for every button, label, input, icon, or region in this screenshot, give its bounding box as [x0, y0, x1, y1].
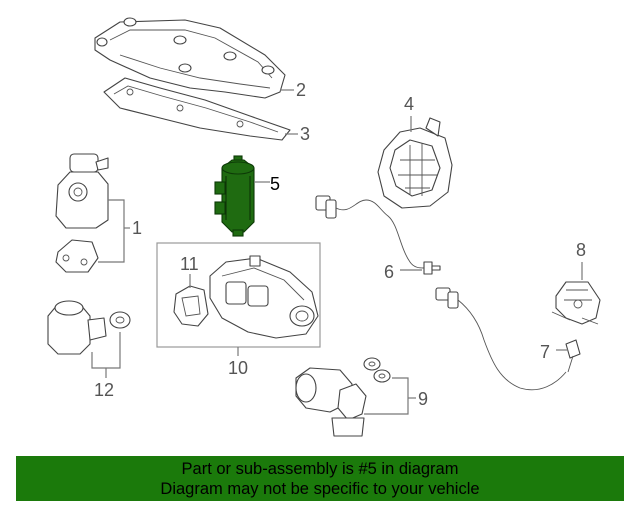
callout-11: 11	[180, 254, 199, 274]
callout-8: 8	[576, 240, 586, 260]
part-2-manifold-cover[interactable]	[94, 17, 286, 99]
leader-9	[364, 377, 409, 415]
part-8-bracket[interactable]	[551, 281, 601, 325]
parts-diagram: 2 3 4 5 1	[47, 17, 601, 437]
callout-3: 3	[300, 124, 310, 144]
part-10-throttle-body[interactable]	[209, 255, 319, 339]
callout-5: 5	[270, 174, 280, 194]
part-5-highlighted[interactable]	[214, 155, 255, 237]
info-banner: Part or sub-assembly is #5 in diagram Di…	[16, 456, 624, 501]
part-4-coil[interactable]	[377, 117, 453, 209]
banner-line-2: Diagram may not be specific to your vehi…	[160, 480, 480, 498]
callout-10: 10	[228, 358, 248, 378]
part-7-oxygen-sensor[interactable]	[435, 287, 581, 391]
callout-2: 2	[296, 80, 306, 100]
callout-4: 4	[404, 94, 414, 114]
callout-12: 12	[94, 380, 114, 400]
part-1-egr-valve[interactable]	[55, 153, 109, 273]
part-11-gasket[interactable]	[173, 285, 209, 327]
part-3-gasket[interactable]	[103, 77, 291, 141]
callout-6: 6	[384, 262, 394, 282]
callout-9: 9	[418, 389, 428, 409]
part-6-oxygen-sensor[interactable]	[315, 195, 441, 275]
part-12-sensor[interactable]	[47, 300, 131, 355]
leader-1	[98, 199, 125, 263]
part-9-map-sensor[interactable]	[295, 357, 391, 437]
callout-1: 1	[132, 218, 142, 238]
banner-line-1: Part or sub-assembly is #5 in diagram	[181, 460, 459, 478]
callout-7: 7	[540, 342, 550, 362]
